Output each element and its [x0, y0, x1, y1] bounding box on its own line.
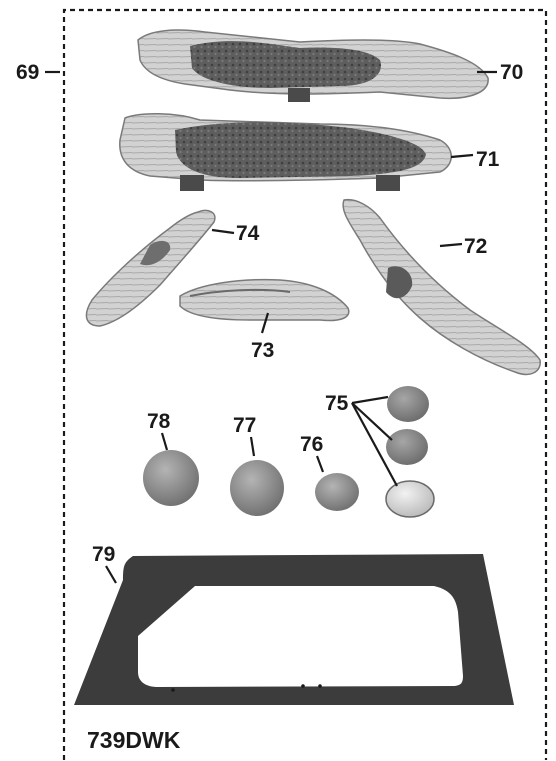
callout-77: 77: [233, 414, 256, 437]
log-73: [180, 280, 349, 321]
callout-70: 70: [500, 61, 523, 84]
callout-78: 78: [147, 410, 171, 433]
leader-79: [106, 566, 116, 583]
stone-75b: [386, 429, 428, 465]
stone-76: [315, 473, 359, 511]
leader-76: [317, 456, 323, 472]
callout-76: 76: [300, 433, 323, 456]
log-70: [138, 30, 488, 102]
callout-71: 71: [476, 148, 500, 171]
leader-78: [162, 433, 167, 450]
kit-model-label: 739DWK: [87, 727, 181, 753]
log-71: [120, 114, 451, 191]
stone-75c: [386, 481, 434, 517]
callout-72: 72: [464, 235, 487, 258]
log-72: [343, 200, 540, 375]
leader-77: [251, 437, 254, 456]
stone-78: [143, 450, 199, 506]
callout-69: 69: [16, 61, 39, 84]
leader-75b: [352, 403, 392, 440]
leader-75a: [352, 397, 388, 403]
leader-71: [451, 155, 473, 157]
leader-72: [440, 244, 462, 246]
stone-75a: [387, 386, 429, 422]
callout-74: 74: [236, 222, 260, 245]
leader-74: [212, 230, 234, 233]
callout-79: 79: [92, 543, 115, 566]
callout-73: 73: [251, 339, 274, 362]
callout-75: 75: [325, 392, 349, 415]
ember-grate-79: [74, 554, 514, 705]
stone-77: [230, 460, 284, 516]
